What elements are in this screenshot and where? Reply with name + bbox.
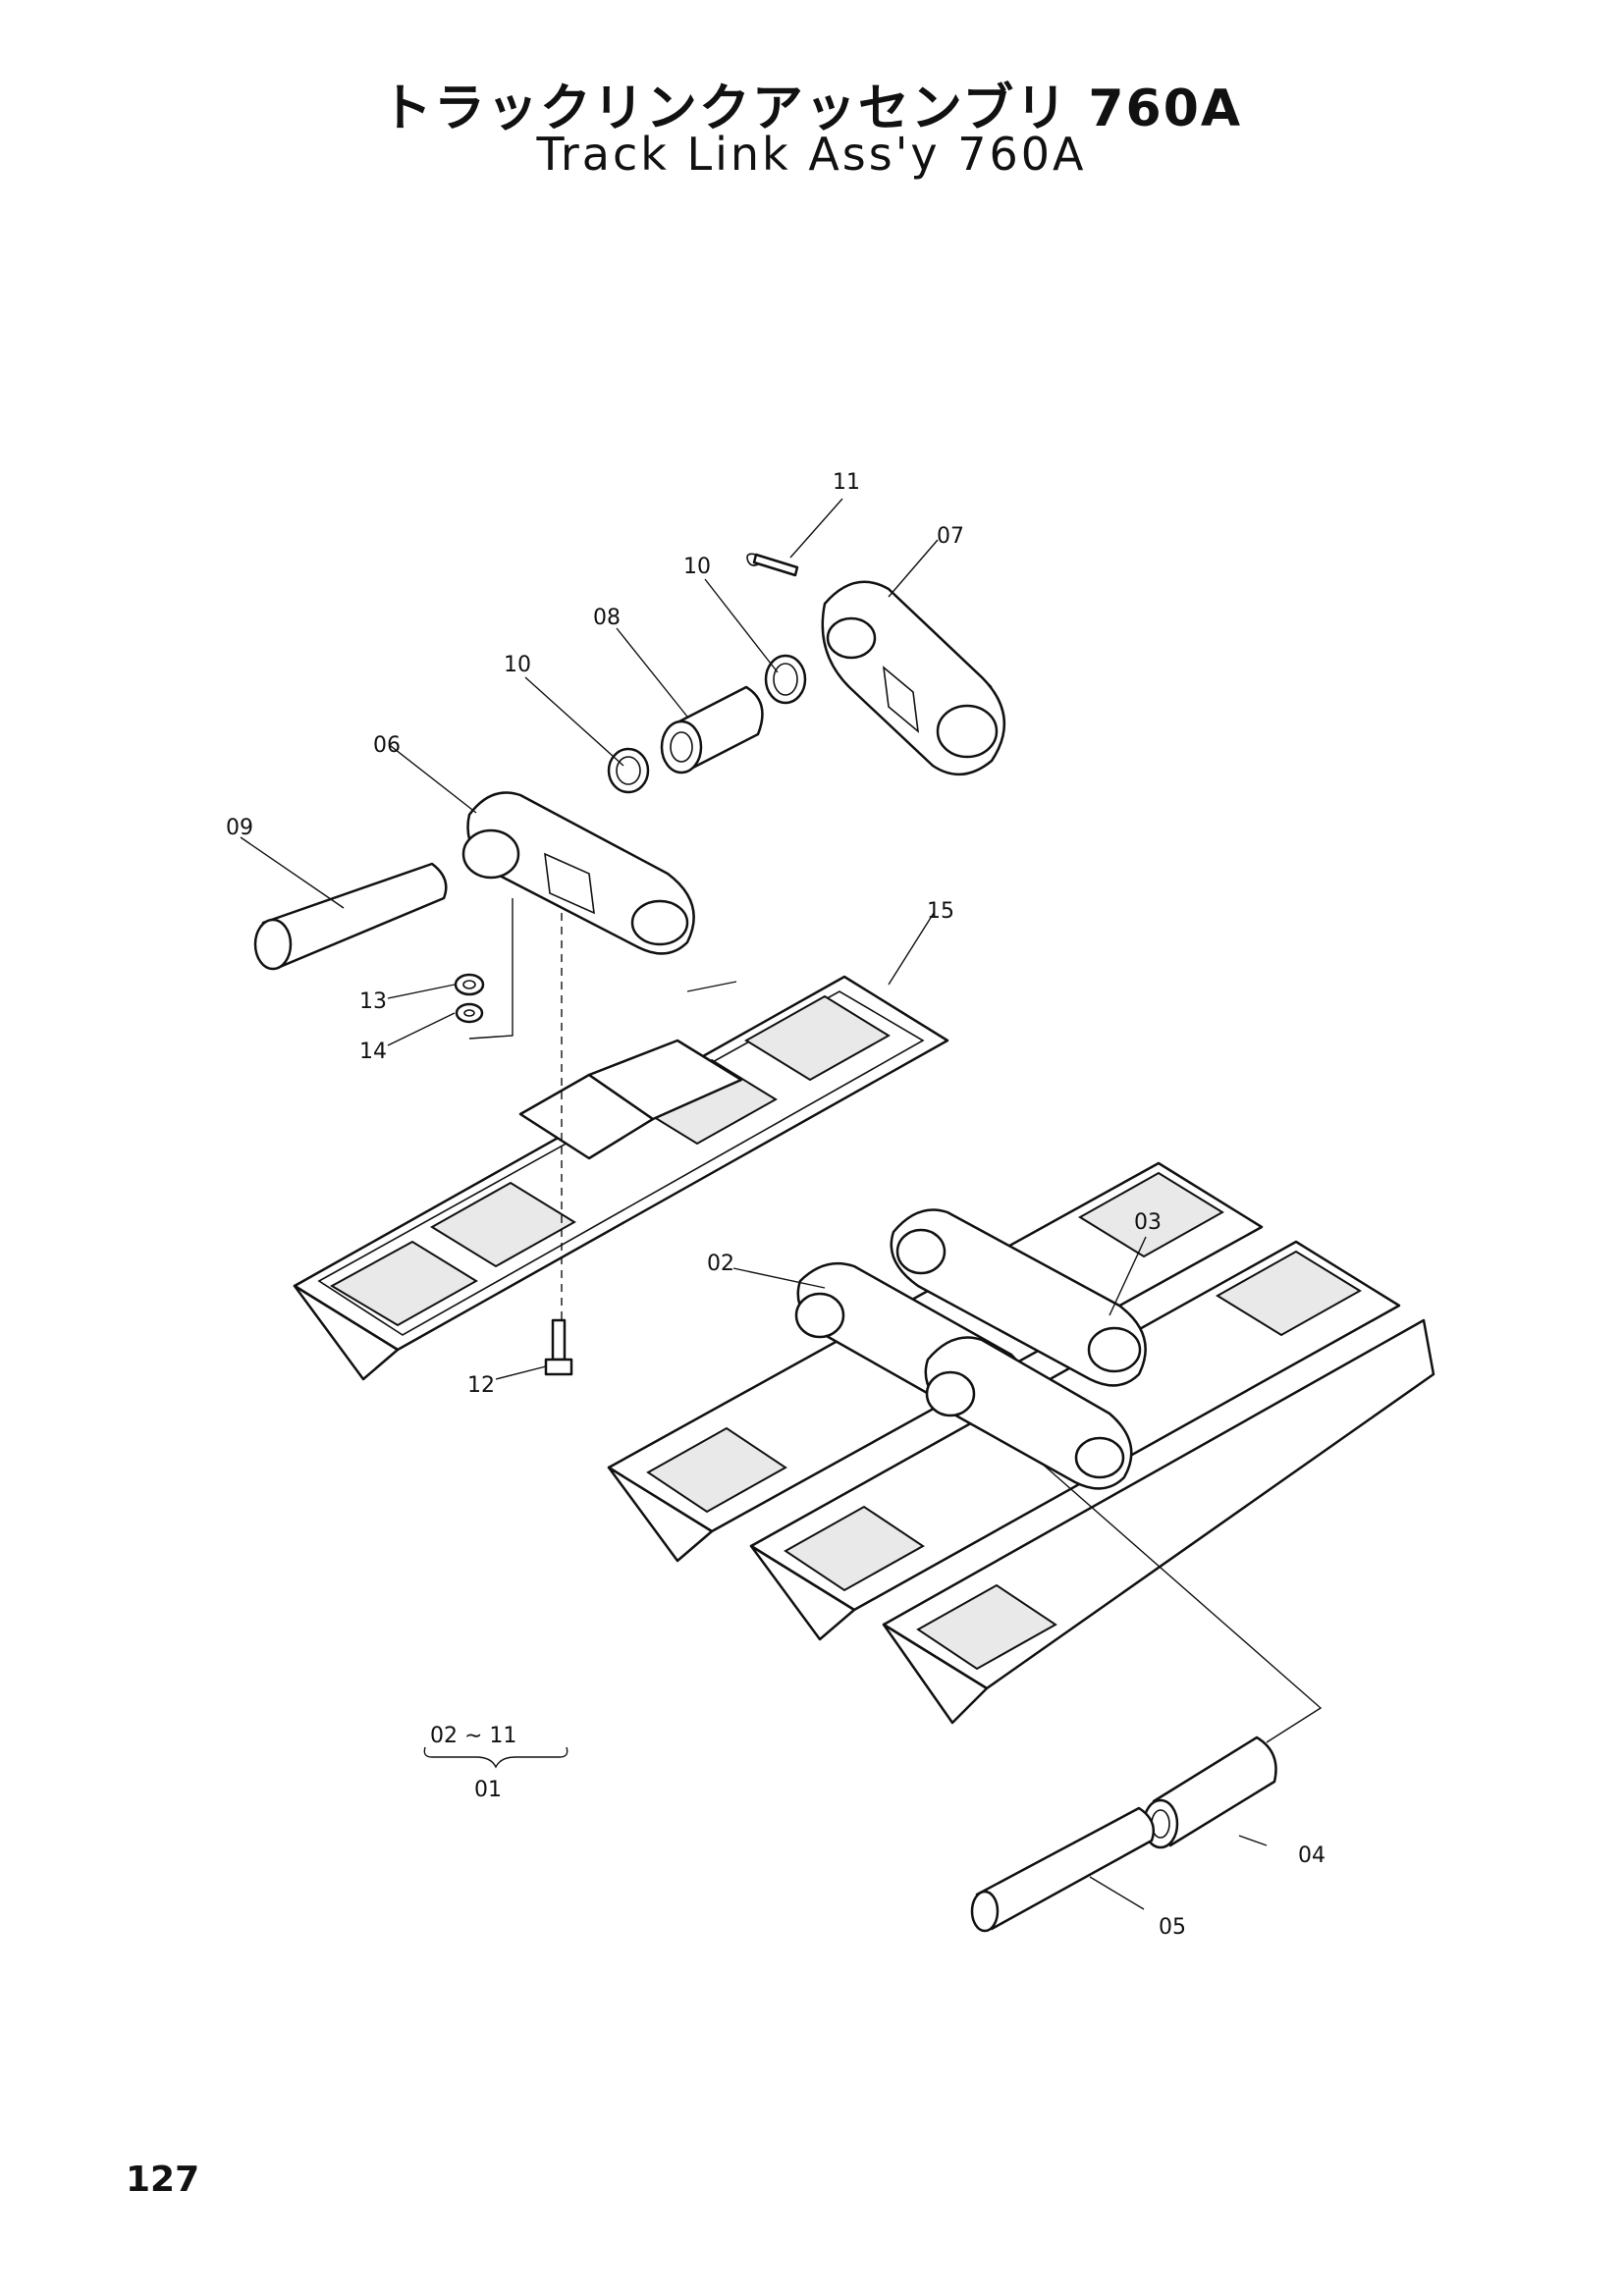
callout-labels: 11 07 10 08 10 06 09 15 13 14 12 02 03 0…: [226, 470, 1325, 1940]
callout-06: 06: [373, 733, 401, 758]
title-english: Track Link Ass'y 760A: [536, 128, 1087, 181]
part-10-seal-lower: [607, 747, 650, 794]
callout-12: 12: [467, 1373, 495, 1398]
link-front-assembled: [924, 1336, 1133, 1490]
part-07-track-link: [821, 580, 1006, 776]
page-number: 127: [126, 2160, 200, 2200]
leader-lines: [240, 498, 1323, 1910]
callout-10-upper: 10: [683, 555, 711, 579]
callout-15: 15: [927, 899, 954, 924]
part-14-washer: [455, 1002, 484, 1024]
callout-01: 01: [474, 1778, 502, 1802]
part-10-seal-upper: [764, 654, 807, 705]
callout-09: 09: [226, 816, 253, 840]
part-06-track-link: [461, 791, 695, 955]
callout-02: 02: [707, 1252, 734, 1276]
callout-14: 14: [359, 1040, 387, 1064]
part-12-bolt: [544, 1318, 573, 1376]
part-08-bushing: [660, 685, 764, 774]
callout-13: 13: [359, 989, 387, 1014]
callout-03: 03: [1134, 1210, 1162, 1235]
part-05-pin: [970, 1806, 1156, 1933]
part-15-track-shoe: [293, 975, 949, 1381]
part-11-pin: [746, 553, 799, 577]
part-13-nut: [454, 973, 485, 996]
part-09-track-pin: [253, 862, 448, 971]
callout-05: 05: [1159, 1915, 1186, 1940]
callout-04: 04: [1298, 1843, 1325, 1868]
range-label: 02 ∼ 11: [430, 1724, 516, 1748]
callout-10-lower: 10: [504, 653, 531, 677]
part-03-link-assembled: [890, 1208, 1147, 1387]
callout-11: 11: [833, 470, 860, 495]
callout-07: 07: [937, 524, 964, 549]
part-04-bushing: [1142, 1735, 1277, 1849]
title-japanese: トラックリンクアッセンブリ 760A: [380, 80, 1243, 138]
callout-08: 08: [593, 606, 621, 630]
